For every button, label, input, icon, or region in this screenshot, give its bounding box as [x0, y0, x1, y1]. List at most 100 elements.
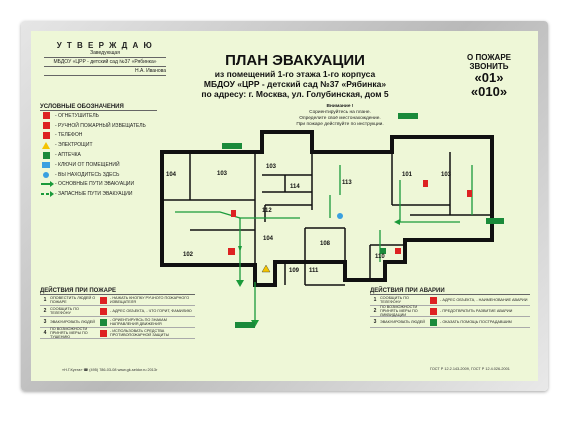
row-label: СООБЩИТЬ ПО ТЕЛЕФОНУ [50, 307, 79, 315]
row-detail: - ОКАЗАТЬ ПОМОЩЬ ПОСТРАДАВШИМ [440, 320, 512, 324]
plan-title: ПЛАН ЭВАКУАЦИИ [225, 52, 365, 69]
legend-label: - ЭЛЕКТРОЩИТ [55, 142, 93, 149]
phone-icon [100, 307, 107, 315]
alarm-button-icon [100, 296, 107, 304]
room-number: 103 [441, 172, 452, 178]
row-label: СООБЩИТЬ ПО ТЕЛЕФОНУ [380, 296, 409, 304]
plan-sheet [31, 31, 538, 381]
legend-item: - ВЫ НАХОДИТЕСЬ ЗДЕСЬ [40, 170, 157, 180]
row-number: 1 [43, 297, 47, 303]
row-detail: - ПРЕДОТВРАТИТЬ РАЗВИТИЕ АВАРИИ [440, 309, 513, 313]
plan-subtitle-1: из помещений 1-го этажа 1-го корпуса [214, 69, 376, 79]
row-number: 2 [43, 308, 47, 314]
legend-label: - ОСНОВНЫЕ ПУТИ ЭВАКУАЦИИ [55, 181, 135, 188]
legend-item: - ОСНОВНЫЕ ПУТИ ЭВАКУАЦИИ [40, 180, 157, 190]
you-are-here-icon [43, 171, 49, 178]
first-aid-icon [380, 248, 386, 254]
approval-name: Н.А. Иванова [44, 68, 166, 76]
room-number: 104 [166, 172, 177, 178]
room-number: 102 [183, 252, 194, 258]
row-detail: - АДРЕС ОБЪЕКТА, - ЧТО ГОРИТ, ФАМИЛИЮ [110, 309, 192, 313]
legend-label: - ТЕЛЕФОН [55, 132, 83, 139]
approval-org: МБДОУ «ЦРР - детский сад №37 «Рябинка» [44, 59, 166, 67]
fire-call-line2: ЗВОНИТЬ [469, 62, 509, 71]
notice-line1: Внимание ! [326, 104, 354, 109]
room-number: 112 [262, 208, 272, 214]
legend-item: - АПТЕЧКА [40, 150, 157, 160]
first-aid-icon [430, 318, 437, 326]
legend-item: - ЗАПАСНЫЕ ПУТИ ЭВАКУАЦИИ [40, 189, 157, 199]
legend-label: - ЗАПАСНЫЕ ПУТИ ЭВАКУАЦИИ [55, 191, 133, 198]
approval-block: У Т В Е Р Ж Д А Ю Заведующая МБДОУ «ЦРР … [44, 42, 166, 76]
legend-item: - ТЕЛЕФОН [40, 131, 157, 141]
row-number: 2 [373, 308, 377, 314]
row-number: 4 [43, 330, 47, 336]
reserve-route-arrow-icon [40, 191, 54, 198]
legend-label: - ВЫ НАХОДИТЕСЬ ЗДЕСЬ [55, 171, 120, 178]
notice-line4: При пожаре действуйте по инструкции. [296, 122, 384, 127]
row-label: ОПОВЕСТИТЬ ЛЮДЕЙ О ПОЖАРЕ [50, 296, 96, 304]
legend-item: - ЭЛЕКТРОЩИТ [40, 140, 157, 150]
electric-panel-icon [42, 141, 50, 149]
fire-call-number-1: «01» [474, 70, 504, 85]
main-route-arrow-icon [40, 181, 54, 188]
extinguisher-icon [423, 180, 428, 187]
fire-call-number-2: «010» [470, 84, 508, 99]
room-number: 108 [320, 241, 331, 247]
plan-subtitle-2: МБДОУ «ЦРР - детский сад №37 «Рябинка» [203, 79, 387, 89]
footer-right: ГОСТ Р 12.2.143-2009, ГОСТ Р 12.4.026-20… [430, 367, 510, 371]
plan-title-block: ПЛАН ЭВАКУАЦИИ из помещений 1-го этажа 1… [190, 52, 400, 99]
alarm-button-icon [42, 122, 50, 130]
fire-call-block: О ПОЖАРЕ ЗВОНИТЬ «01» «010» [440, 53, 538, 99]
fire-call-line1: О ПОЖАРЕ [467, 53, 511, 62]
row-label: ЭВАКУИРОВАТЬ ЛЮДЕЙ [380, 320, 425, 324]
row-label: ЭВАКУИРОВАТЬ ЛЮДЕЙ [50, 320, 95, 324]
room-number: 104 [263, 236, 274, 242]
legend-label: - ОГНЕТУШИТЕЛЬ [55, 112, 99, 119]
row-detail: - НАЖАТЬ КНОПКУ РУЧНОГО ПОЖАРНОГО ИЗВЕЩА… [110, 296, 190, 304]
exit-signs [222, 113, 504, 328]
legend-title: УСЛОВНЫЕ ОБОЗНАЧЕНИЯ [40, 104, 157, 111]
extinguisher-icon [42, 112, 50, 120]
notice-line2: Сориентируйтесь на плане. [309, 110, 371, 115]
room-number: 111 [309, 268, 319, 274]
extinguisher-icon [467, 190, 472, 197]
fire-actions-title: ДЕЙСТВИЯ ПРИ ПОЖАРЕ [40, 288, 195, 295]
accident-actions-title: ДЕЙСТВИЯ ПРИ АВАРИИ [370, 288, 530, 295]
approval-heading: У Т В Е Р Ж Д А Ю [56, 41, 154, 50]
room-number: 113 [342, 180, 352, 186]
hazard-stripes-icon [430, 307, 437, 315]
floor-plan-partitions [162, 152, 492, 286]
keys-icon [42, 161, 50, 168]
footer-left: «Н.Г.Кухта» ☎ (495) 786-03-08 www.gk-sel… [62, 368, 158, 372]
row-detail: - АДРЕС ОБЪЕКТА, - НАИМЕНОВАНИЕ АВАРИИ [440, 298, 528, 302]
row-label: ПО ВОЗМОЖНОСТИ ПРИНЯТЬ МЕРЫ ПО ТУШЕНИЮ [50, 327, 88, 339]
exit-sign-icon [100, 318, 107, 326]
plan-address: по адресу: г. Москва, ул. Голубинская, д… [201, 89, 389, 99]
row-number: 3 [373, 319, 377, 325]
legend-item: - КЛЮЧИ ОТ ПОМЕЩЕНИЙ [40, 160, 157, 170]
notice-line3: Определите своё местонахождение. [299, 116, 381, 121]
room-numbers: 104 103 102 103 114 112 113 101 103 108 … [166, 164, 452, 274]
room-number: 101 [402, 172, 413, 178]
row-number: 3 [43, 319, 47, 325]
legend-item: - ОГНЕТУШИТЕЛЬ [40, 111, 157, 121]
row-detail: - ИСПОЛЬЗОВАТЬ СРЕДСТВА ПРОТИВОПОЖАРНОЙ … [110, 329, 169, 337]
room-number: 110 [375, 254, 385, 260]
room-number: 103 [217, 171, 228, 177]
phone-icon [430, 296, 437, 304]
phone-icon [228, 248, 235, 255]
first-aid-icon [42, 151, 50, 159]
extinguisher-icon [231, 210, 236, 217]
room-number: 114 [290, 184, 300, 190]
fire-equipment-markers [228, 180, 472, 255]
row-label: ПО ВОЗМОЖНОСТИ ПРИНЯТЬ МЕРЫ ПО ЛИКВИДАЦИ… [380, 305, 418, 317]
